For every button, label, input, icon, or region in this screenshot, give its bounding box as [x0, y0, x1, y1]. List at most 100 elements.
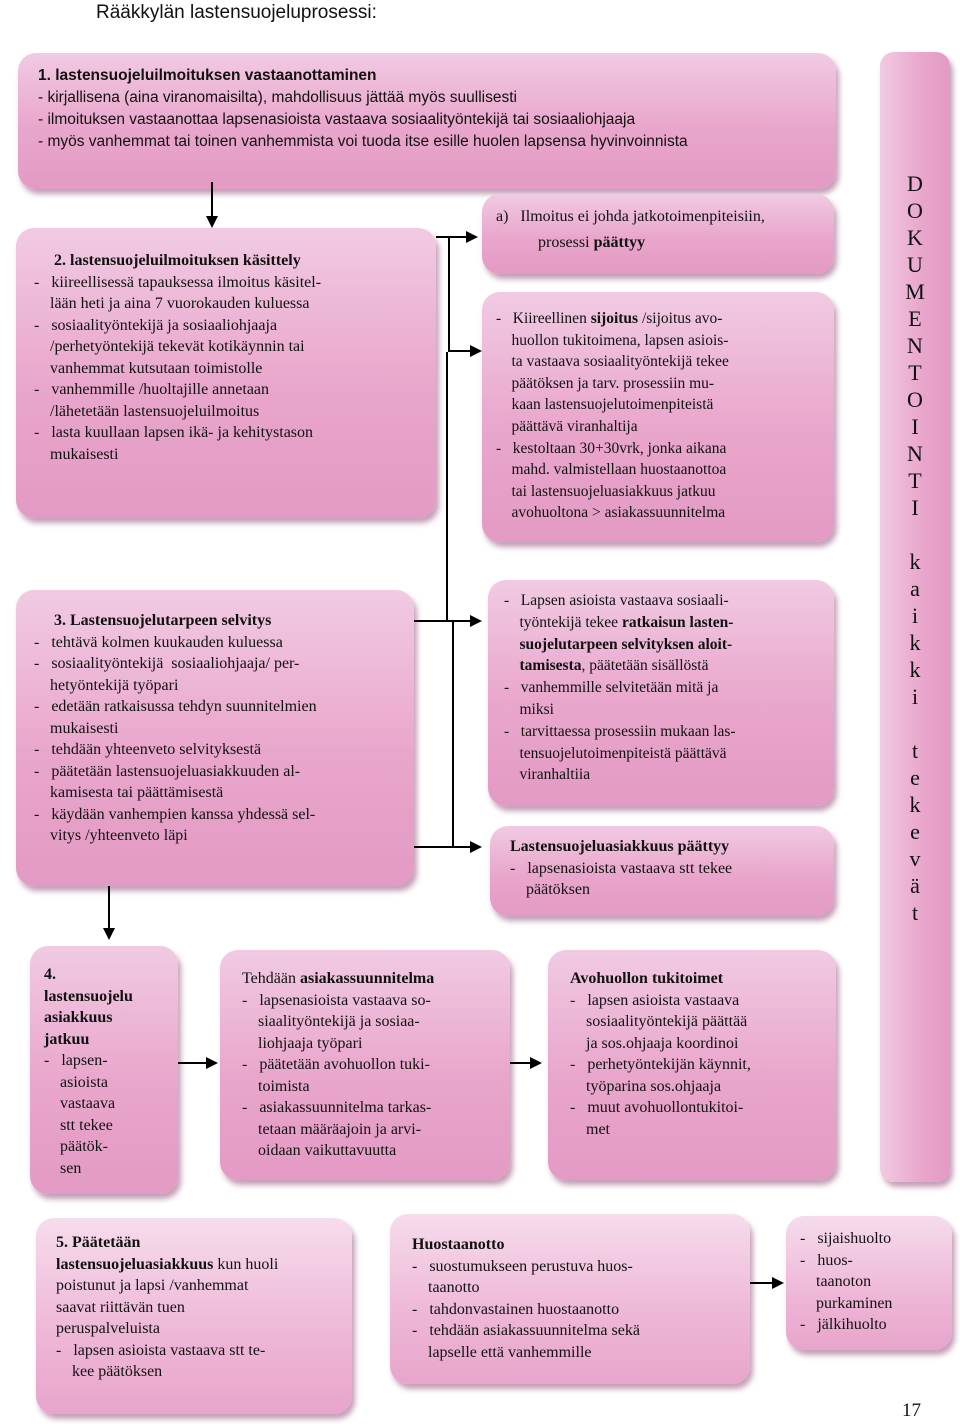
support-measures-box: Avohuollon tukitoimet - lapsen asioista …	[548, 950, 836, 1180]
step5-text: kun huoli	[213, 1255, 279, 1273]
arrow-step2-to-a	[436, 236, 468, 238]
step5-line: saavat riittävän tuen	[56, 1298, 185, 1316]
sidebar-letter: T	[908, 360, 922, 385]
step2-line: - lasta kuullaan lapsen ikä- ja kehityst…	[34, 424, 314, 441]
sidebar-letter	[880, 710, 950, 737]
step4-line: sen	[44, 1159, 82, 1177]
step4-line: asioista	[44, 1073, 108, 1091]
step4-line: vastaava	[44, 1095, 116, 1112]
sidebar-letter: D	[907, 171, 923, 196]
arrow-head	[530, 1057, 542, 1069]
outcome-a-line: a) Ilmoitus ei johda jatkotoimenpiteisii…	[496, 208, 765, 225]
substitute-care-line: purkaminen	[800, 1294, 893, 1312]
step1-line: - kirjallisena (aina viranomaisilta), ma…	[38, 89, 517, 106]
substitute-care-line: taanoton	[800, 1273, 872, 1290]
client-ends-box: Lastensuojeluasiakkuus päättyy - lapsena…	[490, 826, 834, 916]
client-plan-bold: asiakassuunnitelma	[299, 970, 435, 987]
decision-line: - Lapsen asioista vastaava sosiaali-	[504, 592, 729, 609]
step4-heading: lastensuojelu	[44, 987, 133, 1005]
step4-line: stt tekee	[44, 1116, 113, 1134]
client-plan-line: toimista	[242, 1077, 310, 1095]
outcome-b-line: - kestoltaan 30+30vrk, jonka aikana	[496, 439, 727, 457]
outcome-a-text: prosessi	[538, 233, 594, 251]
support-measures-line: ja sos.ohjaaja koordinoi	[570, 1034, 739, 1052]
step5-bold: lastensuojeluasiakkuus	[56, 1255, 214, 1273]
support-measures-line: - perhetyöntekijän käynnit,	[570, 1056, 751, 1073]
step2-line: lään heti ja aina 7 vuorokauden kuluessa	[34, 295, 310, 312]
decision-line: työntekijä tekee ratkaisun lasten-	[504, 612, 818, 634]
decision-bold: tamisesta	[504, 657, 582, 675]
decision-line: tamisesta, päätetään sisällöstä	[504, 655, 818, 677]
custody-line: taanotto	[412, 1279, 480, 1296]
support-measures-line: työparina sos.ohjaaja	[570, 1077, 722, 1095]
step3-line: - tehtävä kolmen kuukauden kuluessa	[34, 633, 283, 651]
sidebar-letter: O	[907, 198, 923, 223]
arrow-connector	[448, 236, 450, 351]
decision-line: - tarvittaessa prosessiin mukaan las-	[504, 722, 736, 740]
step4-box: 4. lastensuojelu asiakkuus jatkuu - laps…	[30, 946, 178, 1194]
arrow-step4-to-plan	[178, 1062, 208, 1064]
client-plan-line: - asiakassuunnitelma tarkas-	[242, 1099, 432, 1116]
decision-line: - vanhemmille selvitetään mitä ja	[504, 679, 719, 697]
arrow-custody-to-care	[750, 1282, 774, 1284]
step4-heading: 4.	[44, 966, 56, 983]
arrow-head	[470, 841, 482, 853]
step1-line: - myös vanhemmat tai toinen vanhemmista …	[38, 133, 688, 150]
sidebar-letter	[880, 521, 950, 548]
client-plan-line: siaalityöntekijä ja sosiaa-	[242, 1013, 420, 1030]
step1-box: 1. lastensuojeluilmoituksen vastaanottam…	[18, 53, 836, 189]
step3-line: hetyöntekijä työpari	[34, 676, 179, 694]
client-plan-heading: Tehdään asiakassuunnitelma	[242, 968, 488, 990]
sidebar-letter: I	[911, 495, 919, 520]
sidebar-letter: i	[911, 684, 919, 709]
sidebar-letter: U	[907, 252, 923, 277]
custody-line: - tahdonvastainen huostaanotto	[412, 1300, 620, 1318]
outcome-b-bold: sijoitus	[590, 310, 639, 327]
sidebar-letter: i	[911, 603, 919, 628]
sidebar-letter: N	[907, 441, 923, 466]
sidebar-letter: E	[908, 306, 922, 331]
outcome-b-line: päätöksen ja tarv. prosessiin mu-	[496, 374, 715, 392]
outcome-b-line: - Kiireellinen sijoitus /sijoitus avo-	[496, 308, 820, 330]
step5-line: peruspalveluista	[56, 1320, 160, 1337]
outcome-b-line: avohuoltona > asiakassuunnitelma	[496, 504, 726, 522]
page-number: 17	[902, 1400, 921, 1421]
arrow-head	[206, 1057, 218, 1069]
outcome-b-text: - Kiireellinen	[496, 310, 591, 327]
step4-heading: jatkuu	[44, 1030, 90, 1048]
arrow-head	[466, 231, 478, 243]
sidebar-letter: N	[907, 333, 923, 358]
decision-line: suojelutarpeen selvityksen aloit-	[504, 635, 733, 653]
outcome-b-line: huollon tukitoimena, lapsen asiois-	[496, 331, 729, 349]
outcome-b-text: /sijoitus avo-	[638, 310, 723, 327]
custody-line: - suostumukseen perustuva huos-	[412, 1257, 633, 1275]
sidebar-letter: v	[909, 846, 921, 871]
arrow-step2-to-step3	[446, 352, 448, 622]
step3-box: 3. Lastensuojelutarpeen selvitys - tehtä…	[16, 590, 414, 886]
sidebar-letter: t	[911, 900, 919, 925]
substitute-care-line: - sijaishuolto	[800, 1230, 892, 1247]
step3-line: - edetään ratkaisussa tehdyn suunnitelmi…	[34, 698, 317, 715]
step5-line: poistunut ja lapsi /vanhemmat	[56, 1277, 249, 1294]
support-measures-line: - muut avohuollontukitoi-	[570, 1099, 744, 1116]
client-ends-line: päätöksen	[510, 881, 590, 898]
client-plan-text: Tehdään	[242, 970, 300, 987]
outcome-b-box: - Kiireellinen sijoitus /sijoitus avo- h…	[482, 292, 834, 542]
arrow-head	[470, 345, 482, 357]
step2-heading: 2. lastensuojeluilmoituksen käsittely	[54, 252, 301, 269]
step2-line: mukaisesti	[34, 445, 119, 463]
outcome-a-line: prosessi päättyy	[496, 232, 820, 254]
outcome-b-line: mahd. valmistellaan huostaanottoa	[496, 461, 727, 479]
page-title: Rääkkylän lastensuojeluprosessi:	[96, 2, 377, 23]
client-plan-line: liohjaaja työpari	[242, 1034, 363, 1052]
client-ends-line: - lapsenasioista vastaava stt tekee	[510, 859, 733, 877]
client-plan-line: - lapsenasioista vastaava so-	[242, 991, 431, 1009]
substitute-care-box: - sijaishuolto - huos- taanoton purkamin…	[786, 1216, 952, 1350]
step3-line: - sosiaalityöntekijä sosiaaliohjaaja/ pe…	[34, 655, 300, 672]
sidebar-letter: t	[911, 738, 919, 763]
substitute-care-line: - huos-	[800, 1251, 853, 1269]
arrow-step1-to-step2	[211, 182, 213, 218]
step3-line: mukaisesti	[34, 719, 119, 737]
outcome-a-box: a) Ilmoitus ei johda jatkotoimenpiteisii…	[482, 194, 834, 274]
arrow-step2-to-b	[448, 350, 472, 352]
